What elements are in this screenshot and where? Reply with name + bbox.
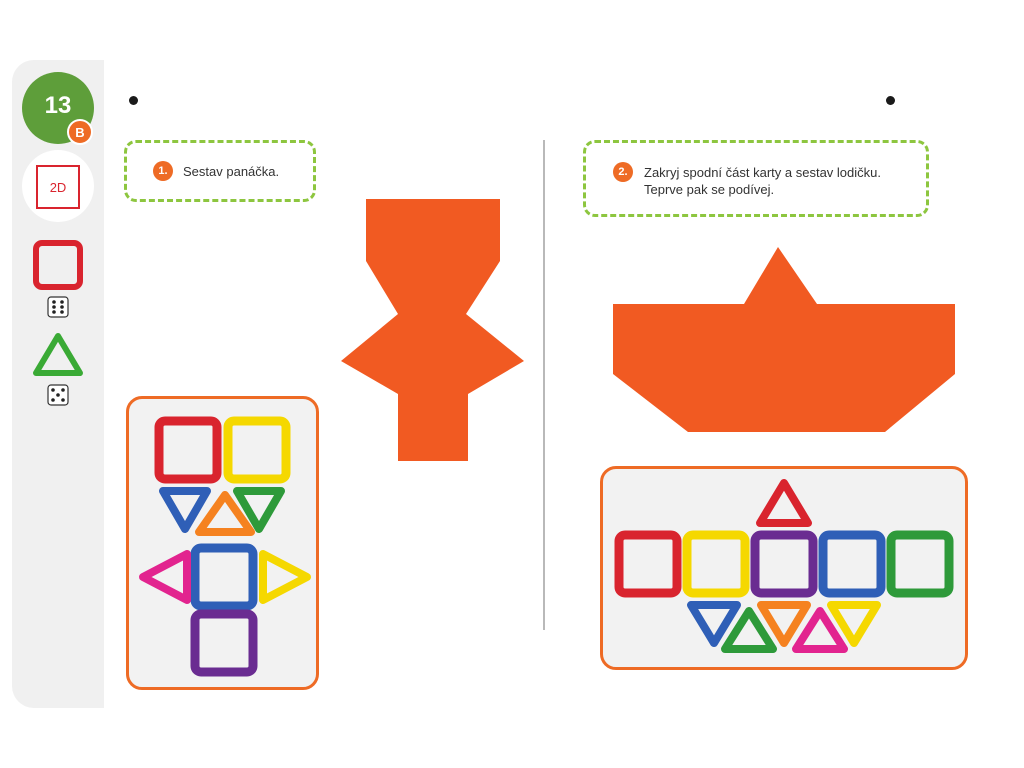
card-level-badge: B (67, 119, 93, 145)
task-2-box: 2. Zakryj spodní část karty a sestav lod… (583, 140, 929, 217)
boat-silhouette (613, 247, 955, 432)
column-divider (543, 140, 545, 630)
dice-five-icon (47, 384, 69, 406)
square-piece-icon (33, 240, 83, 290)
triangle-piece-icon (33, 333, 83, 376)
mode-badge-background (22, 150, 94, 222)
figure-silhouette (341, 199, 524, 461)
task-2-number: 2. (613, 162, 633, 182)
figure-pieces-image (139, 416, 311, 677)
task-2-text: Zakryj spodní část karty a sestav lodičk… (644, 165, 881, 197)
punch-hole-right (886, 96, 895, 105)
boat-pieces-image (614, 479, 954, 653)
task-1-text: Sestav panáčka. (183, 164, 280, 179)
mode-2d-badge: 2D (36, 165, 80, 209)
task-1-box: 1. Sestav panáčka. (124, 140, 316, 202)
figure-solution-photo (126, 396, 319, 690)
punch-hole-left (129, 96, 138, 105)
dice-six-icon (47, 296, 69, 318)
task-1-number: 1. (153, 161, 173, 181)
boat-solution-photo (600, 466, 968, 670)
